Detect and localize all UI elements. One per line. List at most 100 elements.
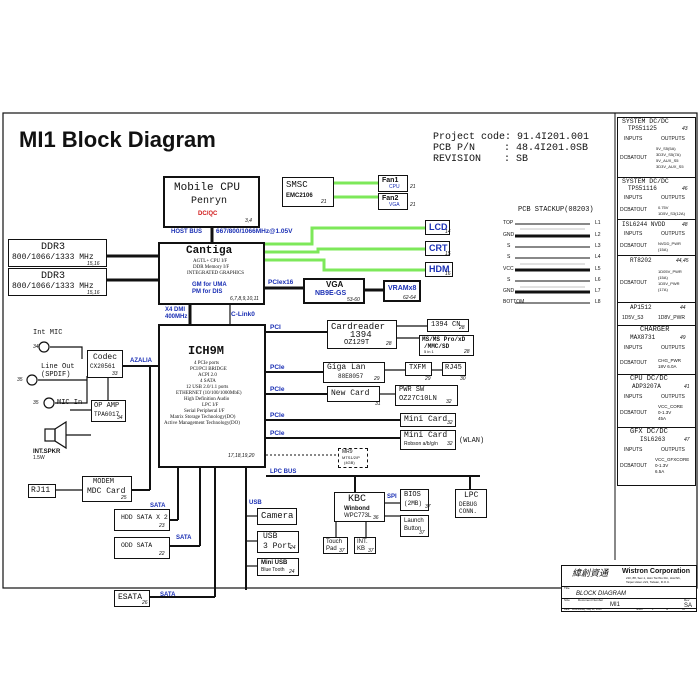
vga-name: VGA xyxy=(326,280,344,289)
pwr4-page: 44,45 xyxy=(676,258,689,264)
sata3-label: SATA xyxy=(160,592,176,598)
bios-page: 37 xyxy=(425,504,431,510)
pwrsw-block: PWR SW OZ27C10LN 32 xyxy=(395,385,458,406)
launch-page: 37 xyxy=(419,530,425,536)
pwr2-title: SYSTEM DC/DC xyxy=(622,178,669,185)
pwr5-out: 1D8V_PWR xyxy=(658,315,685,321)
pcie1-label: PCIe xyxy=(270,364,285,371)
mr9-name: MR9 xyxy=(342,449,353,455)
pwr2-out: 0.75V 1D5V_S3(12A) xyxy=(658,205,685,216)
intmic-jack xyxy=(38,341,50,353)
project-code-label: Project code: xyxy=(433,132,512,143)
hdm-page: 16 xyxy=(445,271,451,277)
pwr-system-2: SYSTEM DC/DC TPS51116 46 INPUTS OUTPUTS … xyxy=(618,178,695,220)
cantiga-name: Cantiga xyxy=(186,245,233,257)
stackup-l4-id: L4 xyxy=(595,254,601,260)
pwr6-in: DCBATOUT xyxy=(620,360,648,366)
pwr3-out-h: OUTPUTS xyxy=(661,231,685,237)
usb3-block: USB 3 Port 24 xyxy=(257,531,299,553)
tb-total: 64 xyxy=(682,608,685,611)
pwr5-in: 1D5V_S3 xyxy=(622,315,644,321)
opamp-block: OP AMP TPA6017 34 xyxy=(91,400,126,422)
bios-sub: (2MB) xyxy=(404,500,423,507)
lcd-page: 14 xyxy=(445,229,451,235)
pwr-gfx: GFX DC/DC ISL6263 47 INPUTS OUTPUTS DCBA… xyxy=(618,428,695,485)
lcd-wire xyxy=(265,226,425,246)
c1394-block: 1394 CN 28 xyxy=(427,319,469,332)
hdm-name: HDM xyxy=(429,264,450,274)
pcie16-label: PCIex16 xyxy=(268,279,294,286)
pwrsw-name: PWR SW xyxy=(399,386,425,394)
pwr7-part: ADP3207A xyxy=(632,383,661,390)
stackup-layers xyxy=(515,223,590,304)
camera-name: Camera xyxy=(261,511,294,521)
newcard-name: New Card xyxy=(331,389,370,398)
bios-name: BIOS xyxy=(404,491,421,499)
cardreader-sub: 1394 xyxy=(350,330,372,340)
power-tables: SYSTEM DC/DC TPS51125 43 INPUTS OUTPUTS … xyxy=(617,117,696,486)
tb-title-label: Title xyxy=(564,586,570,590)
giga-lan-block: Giga Lan 88E8057 29 xyxy=(323,362,385,383)
fan1-block: Fan1 CPU xyxy=(378,175,408,192)
modem-block: MODEM MDC Card 25 xyxy=(82,476,132,502)
ms-sub2: 5 in 1 xyxy=(424,349,434,354)
cpu-title: Mobile CPU xyxy=(174,182,241,194)
rj45-name: RJ45 xyxy=(445,364,462,372)
lcd-block: LCD xyxy=(425,220,450,235)
pwr8-part: ISL6263 xyxy=(640,436,666,443)
usb-label: USB xyxy=(249,500,262,506)
vga-part: NB9E-GS xyxy=(315,290,347,297)
lcd-name: LCD xyxy=(429,222,448,232)
lpc-bus-label: LPC BUS xyxy=(270,469,297,475)
touchpad-block: Touch Pad 37 xyxy=(323,537,348,554)
kbc-part: Winbond xyxy=(344,506,370,512)
sheet-border xyxy=(2,112,698,589)
tb-rev: SA xyxy=(684,603,693,609)
mini2-name: Mini Card xyxy=(404,431,448,440)
tb-sheet-label: Sheet xyxy=(636,608,643,611)
fan1-name: Fan1 xyxy=(382,177,399,184)
kbc-part2: WPC773L xyxy=(344,513,372,519)
crt-name: CRT xyxy=(429,243,448,253)
ddr1-pages: 15,16 xyxy=(87,261,100,267)
pwr3-out: NVDD_PWR (15A) xyxy=(658,241,681,252)
modem-name: MODEM xyxy=(93,478,115,486)
c1394-name: 1394 CN xyxy=(431,321,461,329)
giga-part: 88E8057 xyxy=(338,373,364,380)
cardreader-part: OZ129T xyxy=(344,339,370,347)
pwr5-page: 44 xyxy=(680,305,686,311)
intkb-page: 37 xyxy=(368,548,374,554)
stackup-l3-name: S xyxy=(507,243,511,249)
pwr8-in: DCBATOUT xyxy=(620,463,648,469)
odd-page: 22 xyxy=(159,551,165,557)
micin-jack xyxy=(43,397,55,409)
pwr7-out: VCC_CORE 0-1.3V 45A xyxy=(658,404,684,421)
pwr4-out: 1D05V_PWR (15A) 1D5V_PWR (17A) xyxy=(658,269,682,292)
modem-page: 25 xyxy=(121,495,127,501)
pwr1-page: 43 xyxy=(682,126,688,132)
cardreader-block: Cardreader 1394 OZ129T 28 xyxy=(327,320,397,349)
stackup-l7-id: L7 xyxy=(595,288,601,294)
rj11-block: RJ11 xyxy=(28,484,56,498)
ich-feat-5: 12 USB 2.0/1.1 ports xyxy=(186,385,229,390)
cantiga-feat-1: AGTL+ CPU I/F xyxy=(193,259,228,264)
crt-wire xyxy=(265,247,425,254)
pwr2-part: TPS51116 xyxy=(628,185,657,192)
pcb-label: PCB P/N xyxy=(433,143,476,154)
pwr-ap1512: AP1512 44 1D5V_S3 1D8V_PWR xyxy=(618,303,695,326)
pwr4-title: RT8202 xyxy=(630,257,652,264)
pwr-nvdd: ISL6244 NVDD 48 INPUTS OUTPUTS DCBATOUT … xyxy=(618,220,695,256)
miniusb-page: 24 xyxy=(289,569,295,575)
pwr8-in-h: INPUTS xyxy=(624,447,643,453)
cpu-note: DC/QC xyxy=(198,211,218,217)
cardreader-page: 28 xyxy=(386,341,392,347)
fan2-block: Fan2 VGA xyxy=(378,193,408,210)
spi-label: SPI xyxy=(387,494,397,500)
intkb-block: INT. KB 37 xyxy=(354,537,376,554)
bios-block: BIOS (2MB) xyxy=(400,489,429,511)
txfm-name: TXFM xyxy=(409,364,426,372)
kbc-block: KBC Winbond WPC773L 36 xyxy=(334,492,385,522)
minicard-1-block: Mini Card 32 xyxy=(400,413,456,427)
rj45-page: 30 xyxy=(460,376,466,382)
pwr3-title: ISL6244 NVDD xyxy=(622,221,666,228)
